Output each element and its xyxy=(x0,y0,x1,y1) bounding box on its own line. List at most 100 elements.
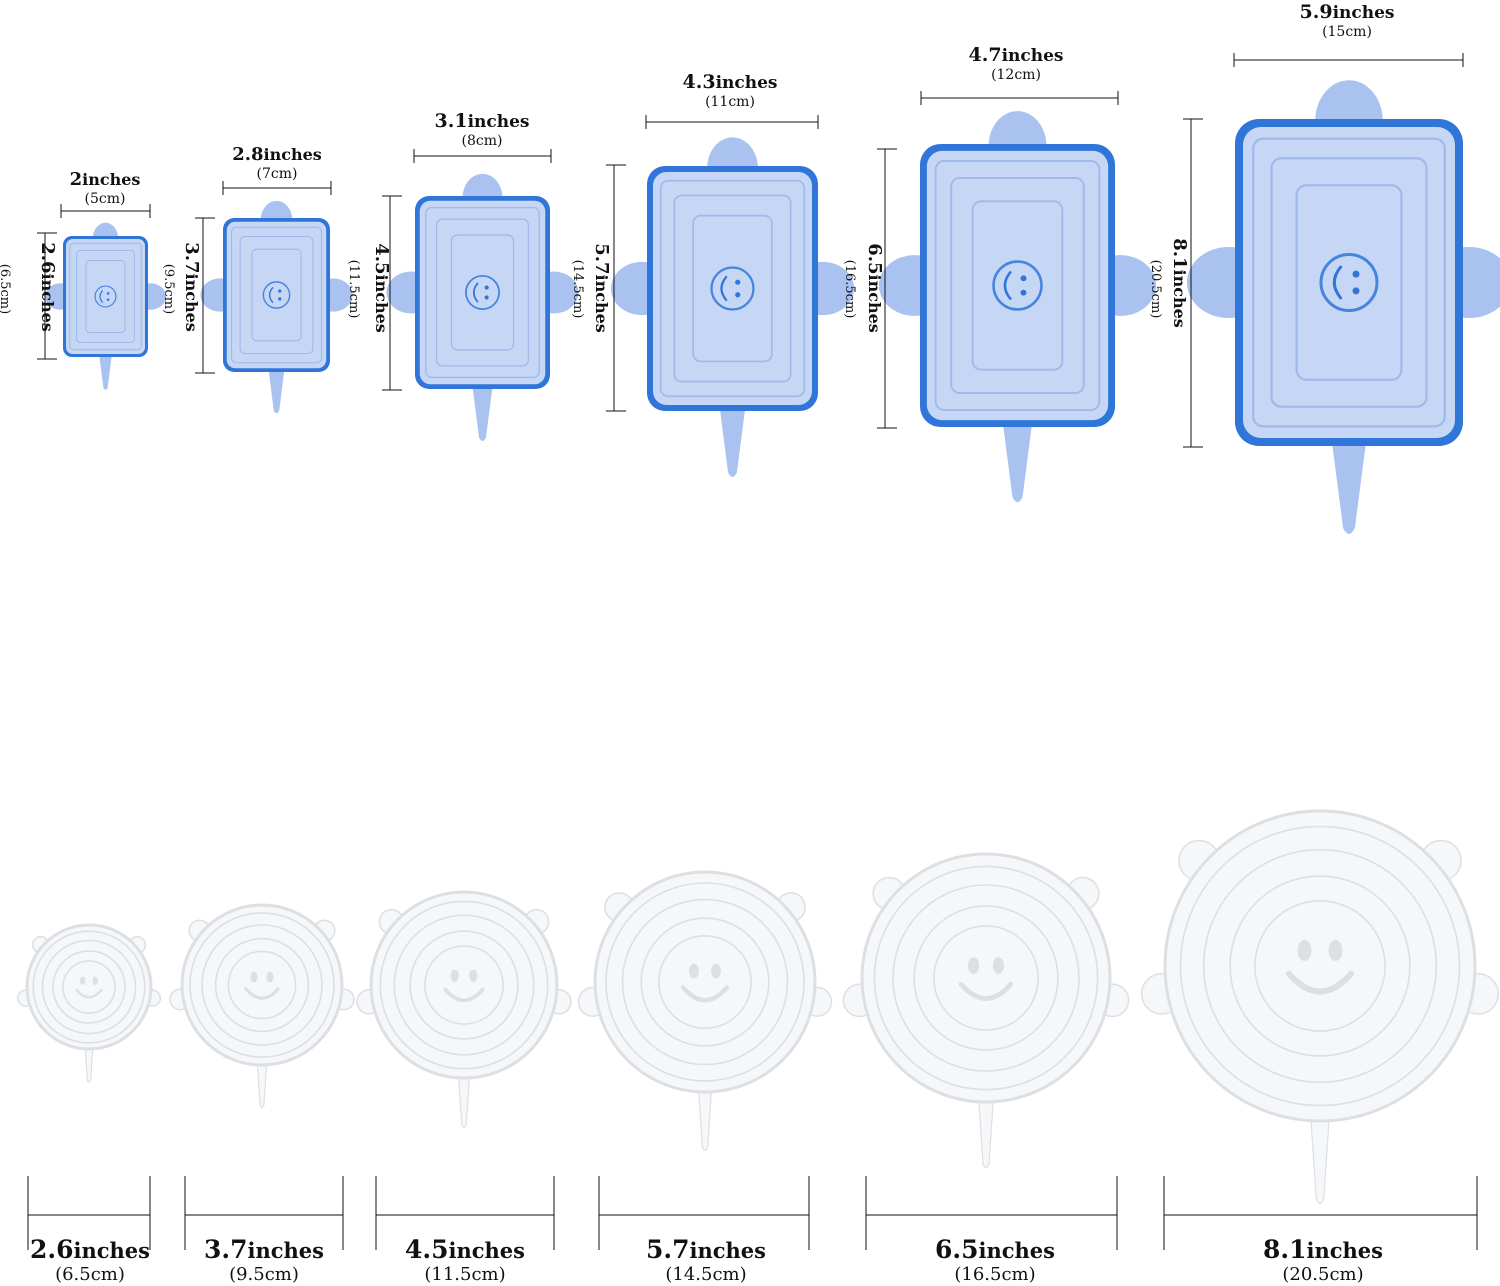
round-lid-6-body xyxy=(1163,809,1477,1123)
rect-lid-3-inner-ring-3 xyxy=(450,234,515,351)
rect-lid-6-inner-ring-3 xyxy=(1295,184,1403,381)
round-lid-2-body xyxy=(180,903,344,1067)
rect-lid-1-smiley-mouth xyxy=(99,290,103,303)
rect-lid-2-inner-ring-2 xyxy=(239,235,314,355)
round-lid-2-ring-2 xyxy=(201,924,323,1046)
round-lid-4-ring-1 xyxy=(605,882,805,1082)
rect-lid-5-inner-ring-1 xyxy=(934,160,1101,411)
rect-lid-3-smiley-face xyxy=(465,275,500,310)
rect-lid-5-smiley-eye-1 xyxy=(1020,275,1027,282)
round-lid-5-ring-4 xyxy=(933,925,1039,1031)
round-lid-4-pull-tab xyxy=(697,1087,713,1151)
round-lid-6-ring-4 xyxy=(1254,900,1386,1032)
round-lid-3-pull-tab xyxy=(457,1073,471,1128)
rect-lid-4-inner-ring-3 xyxy=(692,214,773,363)
round-lid-1-body xyxy=(25,923,153,1051)
rect-lid-1-smiley-eye-1 xyxy=(106,292,110,295)
rect-lid-4-inner-ring-1 xyxy=(659,179,806,398)
rect-lid-3-height-cm-right: (14.5cm) xyxy=(570,259,585,319)
rect-lid-3-width-label: 3.1inches (8cm) xyxy=(434,110,530,149)
rect-lid-2-smiley-mouth xyxy=(268,287,274,303)
round-lid-3-smiley-eye-right xyxy=(469,969,478,982)
rect-lid-4-smiley-face xyxy=(710,266,755,311)
rect-lid-2-smiley-face xyxy=(262,281,291,309)
round-lid-1-smiley-eye-right xyxy=(92,976,98,985)
rect-lid-4-inner-ring-2 xyxy=(673,194,792,383)
rect-lid-2-inner-ring-1 xyxy=(231,226,322,364)
round-lid-3-size-label: 4.5inches (11.5cm) xyxy=(405,1235,525,1285)
round-lid-4-smiley-eye-left xyxy=(689,963,699,979)
round-lid-1-ring-2 xyxy=(41,939,137,1035)
rect-lid-1-body xyxy=(66,239,145,354)
rect-lid-5-smiley-face xyxy=(992,260,1043,311)
rect-lid-1-smiley-face xyxy=(94,285,117,308)
round-lid-5-size-label: 6.5inches (16.5cm) xyxy=(935,1235,1055,1285)
round-lid-2-ring-4 xyxy=(227,950,297,1020)
rect-lid-3-smiley-eye-1 xyxy=(484,285,489,290)
round-lid-4-body xyxy=(593,870,817,1094)
rect-lid-3-pull-tab xyxy=(472,387,493,442)
rect-lid-3-smiley-mouth xyxy=(472,282,479,303)
rect-lid-6-smiley-face xyxy=(1319,253,1379,312)
rect-lid-2-inner-ring-3 xyxy=(251,248,302,342)
rect-lid-4-body xyxy=(653,172,812,405)
rect-lid-1-inner-ring-1 xyxy=(69,242,142,351)
rect-lid-6-smiley-eye-2 xyxy=(1352,287,1360,295)
rect-lid-1-inner-ring-3 xyxy=(85,260,126,333)
rect-lid-4-width-label: 4.3inches (11cm) xyxy=(682,71,778,110)
round-lid-6-smiley-eye-right xyxy=(1328,940,1343,961)
rect-lid-2-smiley-eye-1 xyxy=(278,289,282,293)
round-lid-2-pull-tab xyxy=(256,1060,268,1108)
round-lid-2-smiley-mouth xyxy=(244,987,280,1000)
rect-lid-2-body xyxy=(226,221,327,369)
rect-lid-1-height-label: 2.6inches xyxy=(37,242,58,332)
round-lid-5-smiley-mouth xyxy=(958,981,1014,1001)
round-lid-5-smiley-eye-left xyxy=(968,957,980,974)
rect-lid-6-pull-tab xyxy=(1332,444,1366,534)
round-lid-5-ring-1 xyxy=(873,865,1099,1091)
rect-lid-1-height-cm-right: (9.5cm) xyxy=(161,263,176,315)
rect-lid-5-height-label: 6.5inches xyxy=(864,243,885,333)
round-lid-4-smiley-eye-right xyxy=(711,963,721,979)
round-lid-6-smiley-eye-left xyxy=(1297,940,1312,961)
rect-lid-6-inner-ring-2 xyxy=(1270,157,1428,408)
rect-lid-1-pull-tab xyxy=(99,355,112,390)
round-lid-4-ring-4 xyxy=(657,934,752,1029)
round-lid-3-ring-4 xyxy=(424,945,504,1025)
rect-lid-5-pull-tab xyxy=(1003,425,1032,503)
round-lid-3-ring-1 xyxy=(379,900,549,1070)
rect-lid-6-inner-ring-1 xyxy=(1252,137,1446,428)
rect-lid-5-height-cm-right: (20.5cm) xyxy=(1148,259,1163,319)
round-lid-4-size-label: 5.7inches (14.5cm) xyxy=(646,1235,766,1285)
round-lid-5-ring-3 xyxy=(913,905,1059,1051)
round-lid-6-size-label: 8.1inches (20.5cm) xyxy=(1263,1235,1383,1285)
rect-lid-5-smiley-eye-2 xyxy=(1020,289,1027,296)
rect-lid-3-body xyxy=(419,200,546,385)
rect-lid-4-height-label: 5.7inches xyxy=(591,243,612,333)
round-lid-2-ring-1 xyxy=(189,912,335,1058)
rect-lid-1-smiley-eye-2 xyxy=(106,298,110,301)
rect-lid-4-height-cm-right: (16.5cm) xyxy=(842,259,857,319)
rect-lid-5-smiley-mouth xyxy=(1003,271,1012,300)
rect-lid-2-smiley-eye-2 xyxy=(278,297,282,301)
rect-lid-3-smiley-eye-2 xyxy=(484,295,489,300)
round-lid-3-ring-2 xyxy=(393,914,535,1056)
rect-lid-5-inner-ring-3 xyxy=(971,200,1064,371)
round-lid-3-smiley-eye-left xyxy=(450,969,459,982)
round-lid-2-smiley-eye-left xyxy=(250,971,258,983)
round-lid-3-smiley-mouth xyxy=(443,987,485,1003)
rect-lid-4-pull-tab xyxy=(719,409,746,477)
round-lid-1-size-label: 2.6inches (6.5cm) xyxy=(30,1235,150,1285)
round-lid-5-smiley-eye-right xyxy=(992,957,1004,974)
rect-lid-3-inner-ring-2 xyxy=(435,218,530,367)
rect-lid-1-inner-ring-2 xyxy=(76,250,135,343)
rect-lid-5-body xyxy=(926,150,1109,421)
rect-lid-5-inner-ring-2 xyxy=(950,177,1085,394)
round-lid-6-ring-2 xyxy=(1202,848,1438,1084)
round-lid-1-smiley-mouth xyxy=(75,988,103,999)
round-lid-1-ring-3 xyxy=(52,950,126,1024)
round-lid-6-smiley-mouth xyxy=(1285,970,1355,995)
round-lid-1-pull-tab xyxy=(84,1044,94,1083)
